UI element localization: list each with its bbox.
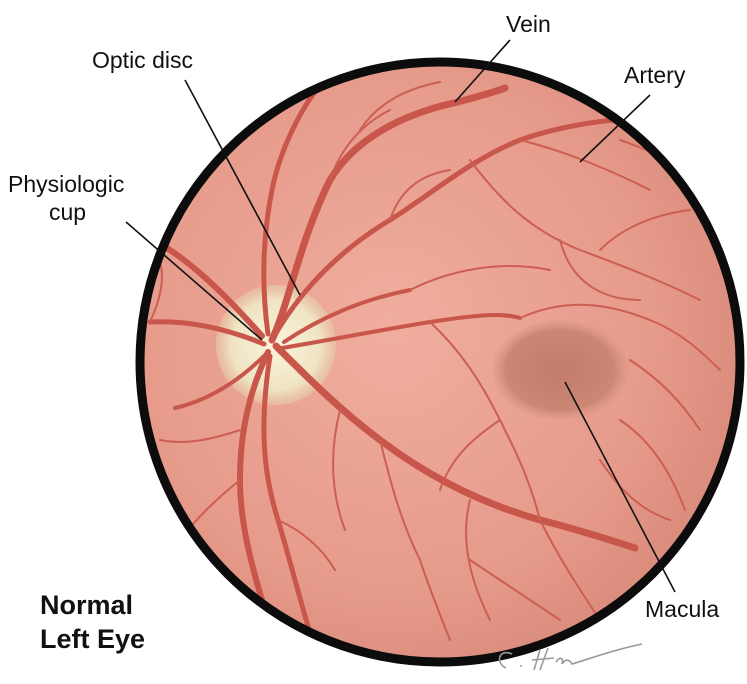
- macula-region: [492, 320, 628, 420]
- label-optic-disc: Optic disc: [92, 47, 193, 73]
- label-physiologic-cup-line1: Physiologic: [8, 171, 124, 197]
- diagram-title: Normal Left Eye: [40, 588, 145, 656]
- title-line-1: Normal: [40, 588, 145, 622]
- label-vein: Vein: [506, 11, 551, 37]
- title-line-2: Left Eye: [40, 622, 145, 656]
- label-macula: Macula: [645, 596, 719, 622]
- label-artery: Artery: [624, 62, 685, 88]
- label-physiologic-cup-line2: cup: [49, 199, 86, 225]
